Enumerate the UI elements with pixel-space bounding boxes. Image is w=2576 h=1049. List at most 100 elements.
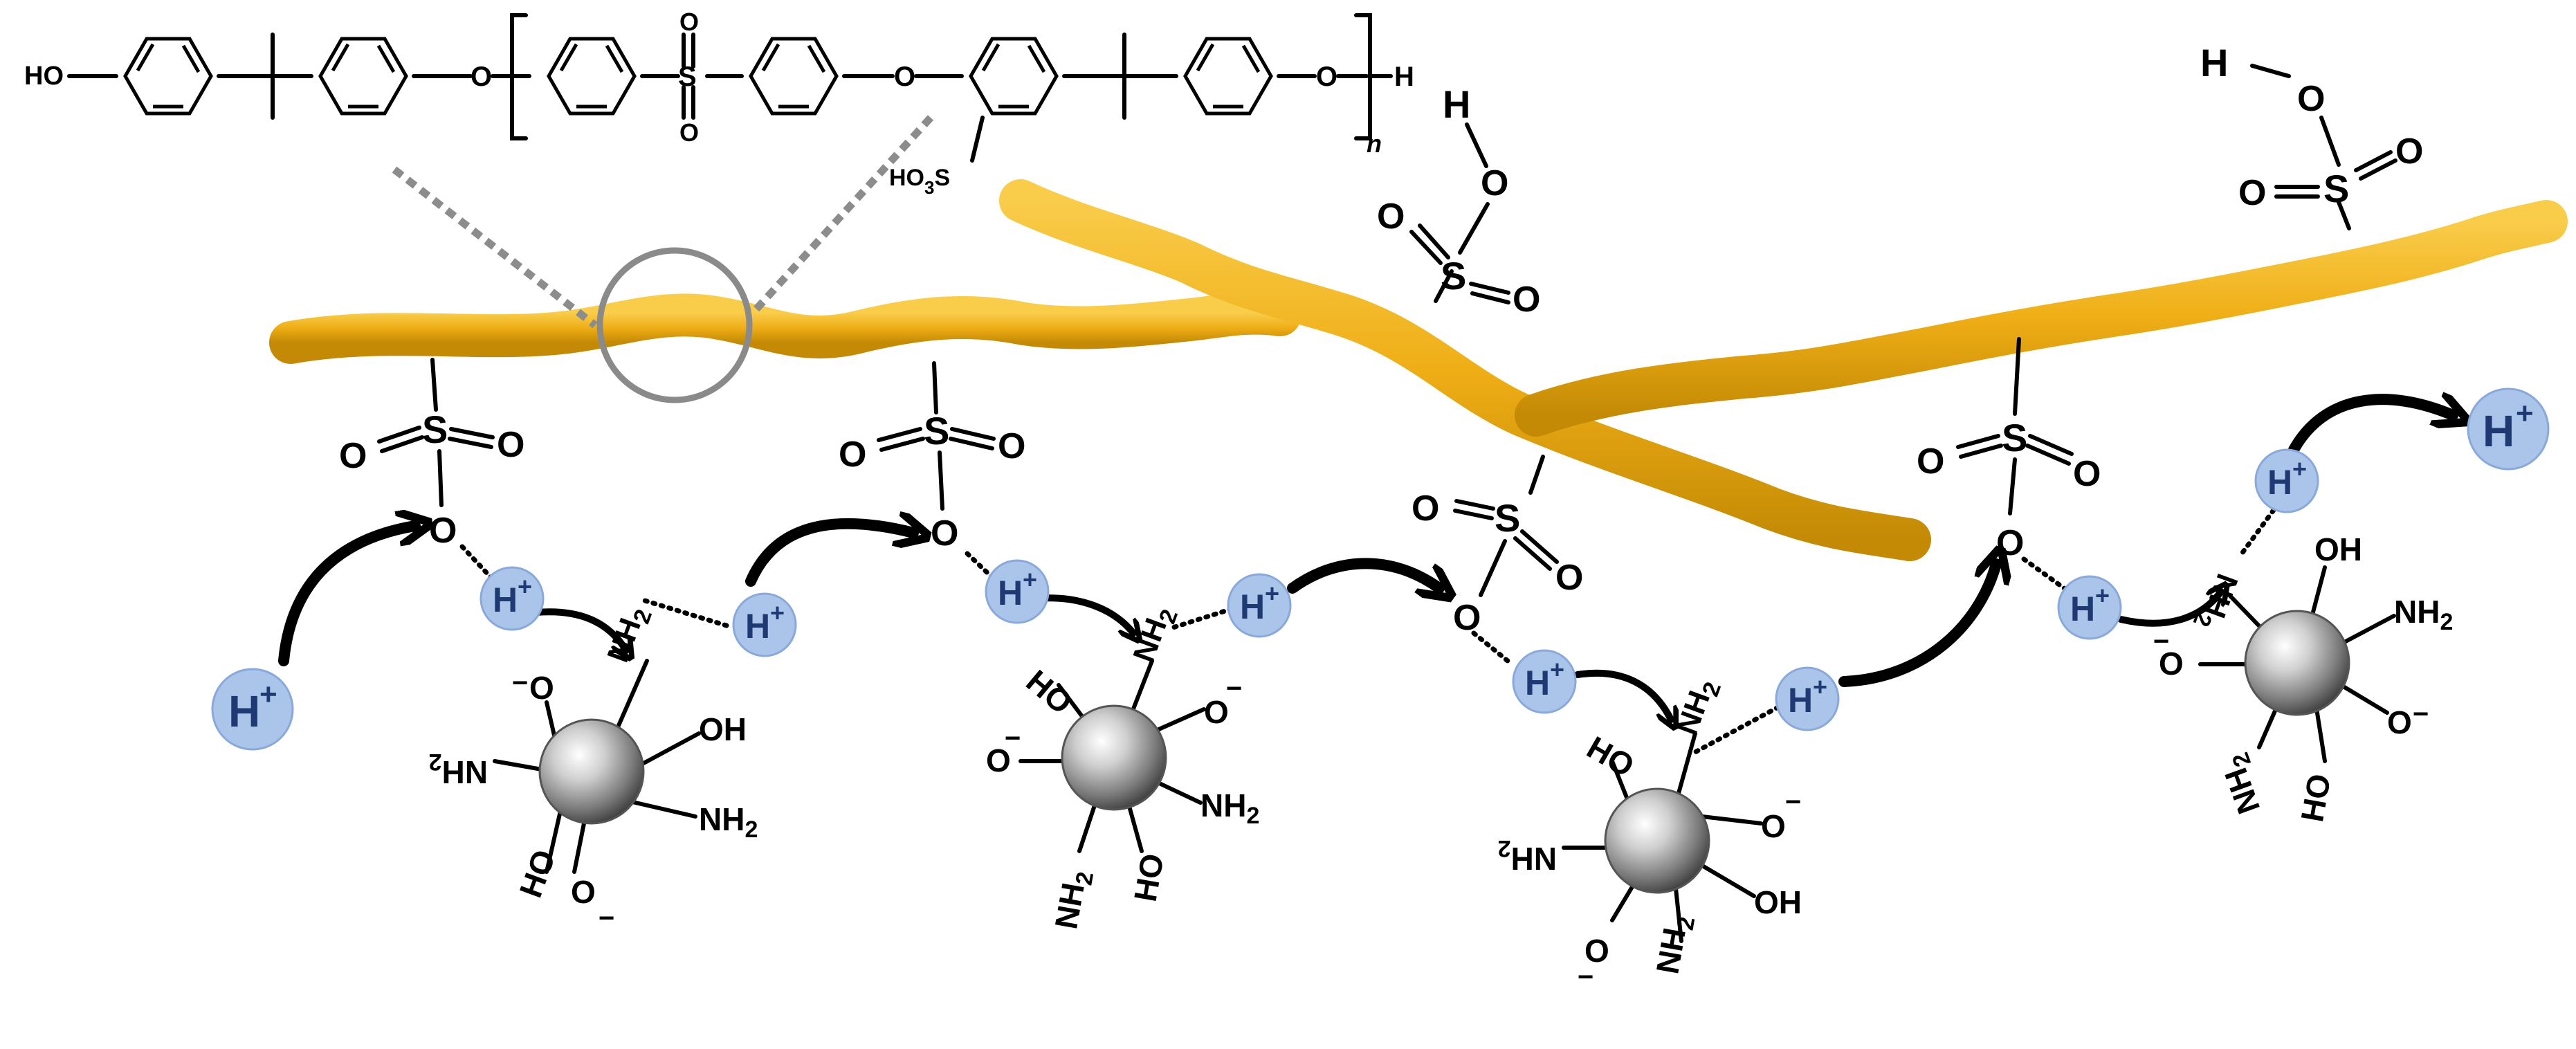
repeat-unit-structure: HO O S O O O HO3S O (24, 8, 1414, 198)
svg-text:H: H (2483, 406, 2514, 456)
svg-text:O: O (497, 425, 524, 465)
curved-arrow-icon (2117, 592, 2221, 627)
svg-text:H: H (745, 607, 770, 646)
curved-arrow-icon (745, 524, 913, 587)
svg-text:S: S (924, 409, 949, 453)
sulfonate-group-4: S O O O (1917, 337, 2101, 563)
svg-text:−: − (512, 668, 528, 698)
proton-hop-arrows (278, 399, 2453, 720)
polymer-strand-main (269, 291, 1301, 364)
structure-repeat-n: n (1367, 129, 1382, 158)
curved-arrow-icon (533, 608, 626, 650)
svg-text:O: O (839, 435, 866, 475)
structure-o3: O (1316, 62, 1337, 92)
nanoparticle-4: NH2 OH NH2 O − HO NH2 O − (2153, 531, 2453, 824)
protons: H + H + H + H + H + H + H (211, 387, 2550, 751)
zoom-guide-left (392, 166, 598, 329)
svg-text:H: H (2070, 590, 2095, 628)
curved-arrow-icon (1287, 558, 1439, 588)
svg-text:NH2: NH2 (1649, 912, 1700, 977)
proton-circle-icon: H + (732, 592, 797, 657)
nanoparticle-1: NH2 OH NH2 HO O − NH2 O − (429, 606, 758, 933)
svg-text:O: O (986, 742, 1011, 778)
svg-text:O: O (2159, 646, 2184, 682)
structure-h-end: H (1394, 62, 1414, 92)
svg-text:NH2: NH2 (1048, 867, 1099, 932)
structure-so3h-ho: HO3S (889, 165, 950, 198)
sulfonic-acid-group-2: S O O O H (2200, 41, 2423, 230)
svg-text:O: O (2073, 454, 2101, 494)
svg-text:O: O (998, 426, 1025, 466)
svg-text:HO: HO (2294, 771, 2337, 824)
sulfonate-o-3: O (1453, 598, 1481, 638)
svg-text:O: O (2395, 131, 2423, 172)
svg-text:−: − (1578, 962, 1593, 992)
svg-text:+: + (2095, 581, 2110, 610)
proton-circle-icon: H + (1512, 649, 1577, 714)
svg-text:+: + (1023, 565, 1037, 594)
sulfonic-h-2: H (2200, 41, 2228, 84)
svg-text:H: H (1788, 681, 1813, 720)
svg-text:O: O (2297, 79, 2325, 119)
nanoparticle-sphere-icon (1061, 704, 1167, 811)
svg-text:−: − (2413, 699, 2429, 729)
benzene-ring-2 (320, 39, 406, 113)
sulfonate-group-1: S O O O (339, 358, 524, 551)
structure-o2: O (894, 62, 915, 92)
svg-text:NH2: NH2 (1200, 787, 1259, 829)
sulfonate-o-1: O (429, 511, 457, 551)
svg-text:O: O (1204, 694, 1229, 730)
proton-circle-icon: H + (211, 668, 294, 751)
sulfonate-o-2: O (931, 513, 958, 554)
sulfonic-h-1: H (1443, 82, 1470, 126)
benzene-ring-6 (1185, 39, 1271, 113)
svg-text:NH2: NH2 (2394, 594, 2453, 635)
bracket-left (510, 13, 528, 140)
nanoparticle-2: NH2 O − NH2 HO NH2 O − HO (986, 601, 1259, 932)
svg-text:+: + (518, 572, 532, 601)
svg-text:NH2: NH2 (2213, 749, 2272, 819)
svg-text:H: H (2267, 463, 2292, 502)
svg-text:NH2: NH2 (1126, 601, 1183, 668)
nanoparticle-3: NH2 O − OH NH2 O − NH2 HO (1498, 674, 1802, 992)
svg-text:H: H (1240, 587, 1265, 626)
svg-text:OH: OH (1754, 884, 1802, 920)
svg-text:−: − (599, 903, 614, 933)
svg-text:S: S (2002, 416, 2027, 459)
svg-text:H: H (998, 574, 1023, 612)
benzene-ring-3 (549, 39, 634, 113)
zoom-guide-right (751, 115, 934, 314)
nanoparticle-sphere-icon (1604, 787, 1710, 894)
sulfonic-s-1: S (1441, 254, 1466, 298)
svg-text:+: + (1813, 673, 1827, 701)
proton-circle-icon: H + (1227, 573, 1292, 638)
svg-text:O: O (1584, 933, 1609, 969)
sulfonate-group-3: S O O O (1412, 455, 1583, 638)
svg-text:NH2: NH2 (2188, 567, 2245, 635)
svg-text:H: H (1525, 664, 1550, 702)
benzene-ring-1 (125, 39, 211, 113)
svg-text:O: O (1412, 489, 1439, 529)
polymer-strand-right (1515, 200, 2568, 437)
svg-text:NH2: NH2 (1498, 835, 1557, 877)
svg-text:HO: HO (1581, 729, 1641, 785)
svg-text:−: − (1226, 673, 1242, 704)
nanoparticle-sphere-icon (2244, 610, 2350, 716)
structure-ho: HO (24, 62, 64, 91)
zoom-indicator (392, 115, 934, 403)
svg-text:O: O (1377, 197, 1405, 237)
svg-text:+: + (1550, 655, 1564, 684)
svg-text:O: O (339, 436, 367, 476)
svg-text:O: O (1481, 163, 1508, 203)
benzene-ring-4 (751, 39, 837, 113)
svg-text:−: − (1005, 723, 1021, 754)
sulfonate-o-4: O (1996, 523, 2024, 563)
svg-text:+: + (770, 599, 785, 627)
svg-text:−: − (2153, 626, 2169, 657)
structure-so2-o-bottom: O (679, 118, 699, 147)
polymer-strand-crossing (999, 179, 1931, 561)
curved-arrow-icon (1033, 594, 1133, 633)
svg-text:H: H (228, 686, 260, 736)
svg-text:NH2: NH2 (1670, 674, 1726, 741)
